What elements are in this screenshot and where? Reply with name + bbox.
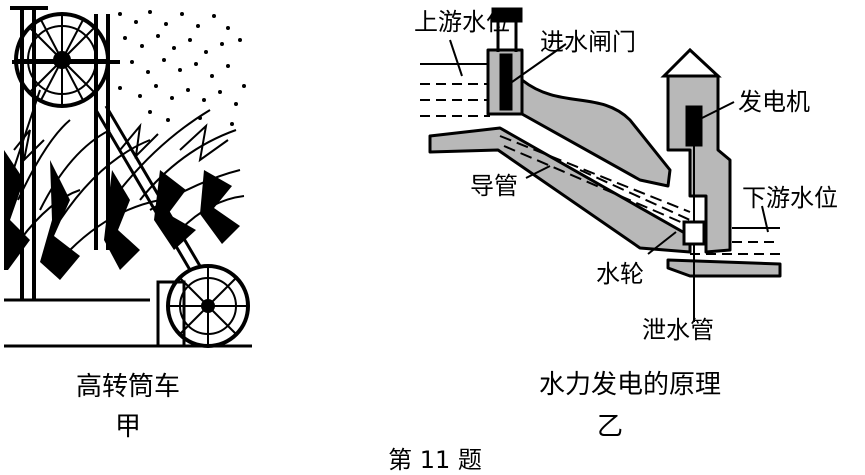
ground xyxy=(4,298,252,348)
turbine-wheel xyxy=(682,220,706,246)
label-generator: 发电机 xyxy=(738,88,810,116)
water-wheel-illustration xyxy=(4,6,252,348)
intake-gate xyxy=(491,7,523,111)
downstream-water xyxy=(690,227,780,255)
sky-texture xyxy=(118,10,246,126)
lower-wheel xyxy=(166,264,250,348)
label-penstock: 导管 xyxy=(470,172,518,200)
penstock-water xyxy=(499,135,691,227)
label-drain-pipe: 泄水管 xyxy=(642,316,714,344)
label-intake-gate: 进水闸门 xyxy=(540,28,636,56)
leader-lines xyxy=(449,39,769,322)
left-figure-name: 高转筒车 xyxy=(75,372,180,402)
upstream-water xyxy=(420,63,490,117)
label-downstream-level: 下游水位 xyxy=(742,184,838,212)
powerhouse-roof xyxy=(660,47,722,78)
label-upstream-level: 上游水位 xyxy=(414,8,510,36)
wheel-frame xyxy=(10,6,120,300)
foliage xyxy=(4,150,240,280)
right-figure-name: 水力发电的原理 xyxy=(538,370,721,400)
generator xyxy=(685,105,703,320)
diagram-labels: 上游水位 进水闸门 发电机 导管 下游水位 水轮 泄水管 xyxy=(414,8,838,344)
left-figure-label: 甲 xyxy=(114,412,141,442)
question-number: 第 11 题 xyxy=(388,446,482,474)
right-figure-label: 乙 xyxy=(596,412,623,442)
label-turbine: 水轮 xyxy=(596,260,644,288)
dam-structure xyxy=(428,48,782,278)
hydropower-diagram: 上游水位 进水闸门 发电机 导管 下游水位 水轮 泄水管 xyxy=(414,7,838,344)
